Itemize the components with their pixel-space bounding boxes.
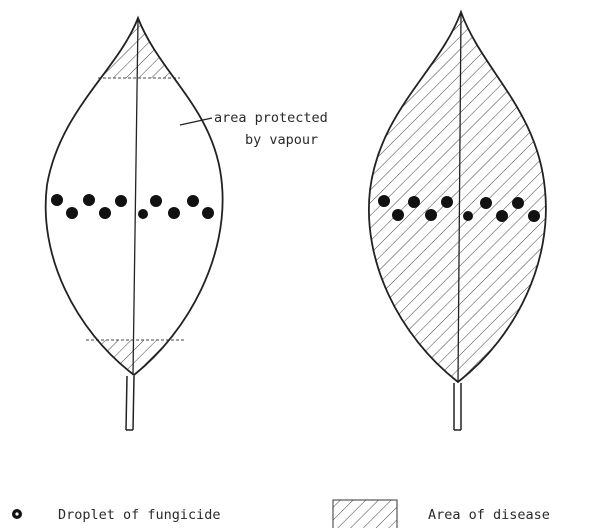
droplet bbox=[408, 196, 420, 208]
legend-disease-label: Area of disease bbox=[428, 507, 550, 523]
droplet bbox=[463, 211, 473, 221]
droplet bbox=[425, 209, 437, 221]
droplet bbox=[480, 197, 492, 209]
annotation-line-1: area protected bbox=[214, 110, 328, 126]
left-leaf-stalk bbox=[126, 376, 134, 430]
droplet bbox=[83, 194, 95, 206]
annotation-line-2: by vapour bbox=[245, 132, 318, 148]
droplet bbox=[187, 195, 199, 207]
legend-droplet-highlight bbox=[15, 512, 18, 515]
droplet bbox=[99, 207, 111, 219]
droplet bbox=[528, 210, 540, 222]
droplet bbox=[150, 195, 162, 207]
annotation-leader-line bbox=[180, 118, 212, 125]
right-leaf-stalk bbox=[454, 383, 461, 430]
droplet bbox=[441, 196, 453, 208]
droplet bbox=[138, 209, 148, 219]
legend-droplet-label: Droplet of fungicide bbox=[58, 507, 221, 523]
droplet bbox=[512, 197, 524, 209]
droplet bbox=[115, 195, 127, 207]
left-leaf-droplets bbox=[51, 194, 214, 219]
right-leaf bbox=[360, 10, 555, 430]
left-leaf bbox=[40, 18, 230, 430]
droplet bbox=[202, 207, 214, 219]
droplet bbox=[51, 194, 63, 206]
droplet bbox=[392, 209, 404, 221]
legend-hatch-fill bbox=[333, 500, 397, 528]
droplet bbox=[496, 210, 508, 222]
legend: Droplet of fungicide Area of disease bbox=[12, 500, 550, 528]
droplet bbox=[168, 207, 180, 219]
droplet bbox=[66, 207, 78, 219]
droplet bbox=[378, 195, 390, 207]
legend-hatch-swatch bbox=[333, 500, 397, 528]
